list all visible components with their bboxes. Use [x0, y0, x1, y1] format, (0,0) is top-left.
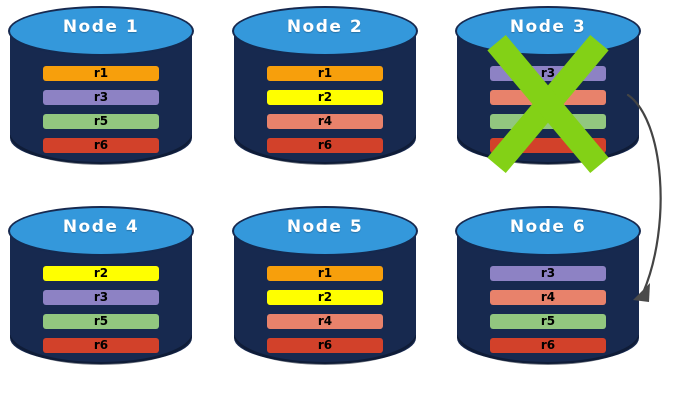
node-6-title: Node 6	[509, 217, 587, 237]
node-1-records: r1 r3 r5 r6	[43, 66, 159, 162]
node-3-title: Node 3	[509, 17, 587, 37]
node-5-title: Node 5	[286, 217, 364, 237]
record-row[interactable]: r2	[43, 266, 159, 281]
node-4-records: r2 r3 r5 r6	[43, 266, 159, 362]
record-row[interactable]: r2	[267, 290, 383, 305]
record-row[interactable]: r6	[490, 338, 606, 353]
record-row[interactable]: r6	[267, 338, 383, 353]
record-row[interactable]: r3	[43, 290, 159, 305]
record-row[interactable]: r5	[43, 114, 159, 129]
node-5-records: r1 r2 r4 r6	[267, 266, 383, 362]
record-row[interactable]: r4	[490, 290, 606, 305]
node-4-title: Node 4	[62, 217, 140, 237]
record-row[interactable]: r6	[267, 138, 383, 153]
node-3-records: r3 r4 r5 r6	[490, 66, 606, 162]
cylinder-top	[10, 8, 192, 54]
record-row[interactable]: r6	[490, 138, 606, 153]
record-row[interactable]: r3	[43, 90, 159, 105]
cylinder-top	[234, 8, 416, 54]
cylinder-top	[10, 208, 192, 254]
node-2-title: Node 2	[286, 17, 364, 37]
record-row[interactable]: r1	[267, 66, 383, 81]
cylinder-top	[234, 208, 416, 254]
node-2[interactable]: Node 2 r1 r2 r4 r6	[234, 8, 416, 186]
node-5[interactable]: Node 5 r1 r2 r4 r6	[234, 208, 416, 386]
record-row[interactable]: r1	[267, 266, 383, 281]
record-row[interactable]: r5	[490, 314, 606, 329]
record-row[interactable]: r5	[43, 314, 159, 329]
record-row[interactable]: r3	[490, 266, 606, 281]
record-row[interactable]: r2	[267, 90, 383, 105]
node-2-records: r1 r2 r4 r6	[267, 66, 383, 162]
node-3[interactable]: Node 3 r3 r4 r5 r6	[457, 8, 639, 186]
record-row[interactable]: r4	[267, 114, 383, 129]
node-1-title: Node 1	[62, 17, 140, 37]
record-row[interactable]: r1	[43, 66, 159, 81]
record-row[interactable]: r6	[43, 338, 159, 353]
record-row[interactable]: r4	[267, 314, 383, 329]
cylinder-top	[457, 208, 639, 254]
record-row[interactable]: r6	[43, 138, 159, 153]
record-row[interactable]: r3	[490, 66, 606, 81]
node-6-records: r3 r4 r5 r6	[490, 266, 606, 362]
record-row[interactable]: r4	[490, 90, 606, 105]
record-row[interactable]: r5	[490, 114, 606, 129]
node-4[interactable]: Node 4 r2 r3 r5 r6	[10, 208, 192, 386]
node-1[interactable]: Node 1 r1 r3 r5 r6	[10, 8, 192, 186]
node-6[interactable]: Node 6 r3 r4 r5 r6	[457, 208, 639, 386]
